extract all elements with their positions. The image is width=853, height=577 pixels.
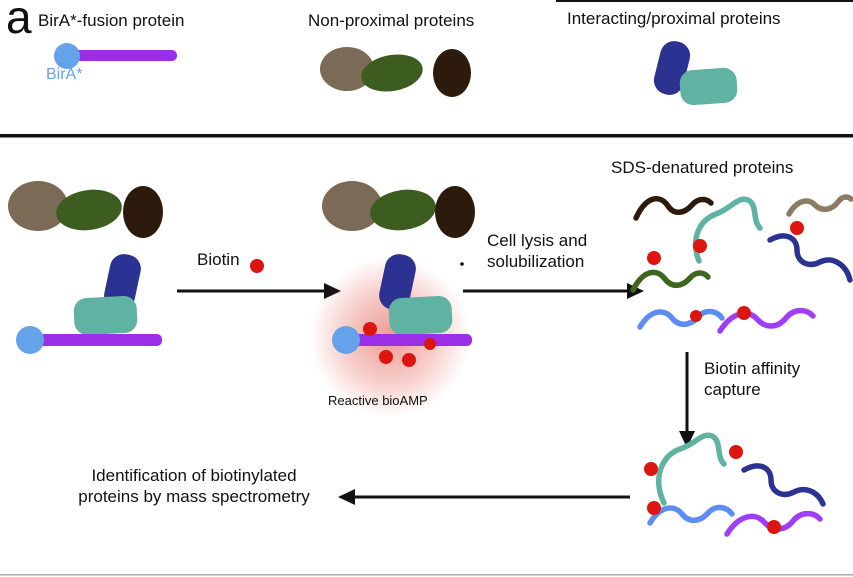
- biotin-dot-icon: [644, 462, 658, 476]
- identification-line2: proteins by mass spectrometry: [78, 487, 310, 507]
- affinity-line2: capture: [704, 380, 761, 400]
- biotin-dot-icon: [363, 322, 377, 336]
- navy-squiggle-icon: [741, 463, 826, 507]
- biotin-dot-icon: [693, 239, 707, 253]
- stray-period-dot: [460, 262, 464, 266]
- biotin-dot-icon: [729, 445, 743, 459]
- taupe-protein-icon: [322, 181, 382, 231]
- tan-squiggle-icon: [786, 194, 853, 217]
- top-border-line: [556, 0, 853, 2]
- bira-star-icon: [54, 43, 80, 69]
- navy-squiggle-icon: [767, 233, 853, 283]
- taupe-protein-icon: [320, 47, 374, 91]
- lightblue-squiggle-icon: [637, 308, 725, 330]
- brown-protein-icon: [123, 186, 163, 238]
- identification-line1: Identification of biotinylated: [91, 466, 297, 485]
- biotin-dot-icon: [737, 306, 751, 320]
- cell-lysis-line1: Cell lysis and: [487, 231, 588, 250]
- arrow-head-down-icon: [679, 431, 695, 448]
- cell-lysis-label: Cell lysis and solubilization: [487, 230, 587, 273]
- affinity-line1: Biotin affinity: [704, 359, 801, 378]
- bira-star-icon: [16, 326, 44, 354]
- fusion-rod-icon: [70, 50, 177, 61]
- brown-protein-icon: [433, 49, 471, 97]
- navy-protein-icon: [379, 254, 416, 311]
- nonproximal-label: Non-proximal proteins: [308, 11, 475, 30]
- legend-divider-line: [0, 134, 853, 138]
- mass-spec-arrow: [338, 489, 630, 505]
- green-protein-icon: [361, 54, 423, 92]
- biotin-dot-icon: [690, 310, 702, 322]
- teal-protein-icon: [388, 296, 453, 335]
- biotin-dot-icon: [647, 251, 661, 265]
- teal-protein-icon: [679, 67, 738, 106]
- biotin-dot-icon: [379, 350, 393, 364]
- biotin-dot-icon: [402, 353, 416, 367]
- affinity-capture-label: Biotin affinity capture: [704, 358, 800, 401]
- cell-lysis-line2: solubilization: [487, 252, 585, 272]
- teal-squiggle-icon: [692, 196, 763, 264]
- biotin-dot-icon: [250, 259, 264, 273]
- green-squiggle-icon: [630, 269, 711, 293]
- brown-squiggle-icon: [633, 195, 714, 221]
- interacting-label: Interacting/proximal proteins: [567, 9, 781, 28]
- biotin-label: Biotin: [197, 250, 240, 269]
- green-protein-icon: [56, 189, 122, 231]
- biotin-dot-icon: [424, 338, 436, 350]
- bira-fusion-label: BirA*-fusion protein: [38, 11, 185, 30]
- captured-proteins-group: [644, 432, 826, 537]
- step1-protein-group: [8, 181, 163, 354]
- legend-nonproximal-icons: [320, 47, 471, 97]
- bira-tag-label: BirA*: [46, 66, 83, 83]
- biotin-dot-icon: [790, 221, 804, 235]
- sds-denatured-label: SDS-denatured proteins: [611, 158, 794, 177]
- bira-star-icon: [332, 326, 360, 354]
- biotin-dot-icon: [767, 520, 781, 534]
- fusion-rod-icon: [352, 334, 472, 346]
- biotin-dot-icon: [647, 501, 661, 515]
- panel-label: a: [6, 0, 32, 43]
- legend-interacting-icons: [653, 41, 738, 106]
- sds-denatured-group: [630, 194, 853, 334]
- brown-protein-icon: [435, 186, 475, 238]
- taupe-protein-icon: [8, 181, 68, 231]
- green-protein-icon: [370, 189, 436, 231]
- legend-bira-fusion-icon: [54, 43, 177, 69]
- reactive-bioamp-label: Reactive bioAMP: [328, 393, 428, 408]
- teal-squiggle-icon: [656, 432, 727, 506]
- purple-squiggle-icon: [717, 307, 816, 334]
- navy-protein-icon: [104, 254, 141, 311]
- step2-protein-group: [310, 181, 475, 417]
- fusion-rod-icon: [36, 334, 162, 346]
- teal-protein-icon: [73, 296, 138, 335]
- lightblue-squiggle-icon: [647, 504, 735, 526]
- affinity-capture-arrow: [679, 352, 695, 448]
- identification-label: Identification of biotinylated proteins …: [50, 465, 338, 508]
- arrow-head-left-icon: [338, 489, 355, 505]
- bottom-border-line: [0, 574, 853, 576]
